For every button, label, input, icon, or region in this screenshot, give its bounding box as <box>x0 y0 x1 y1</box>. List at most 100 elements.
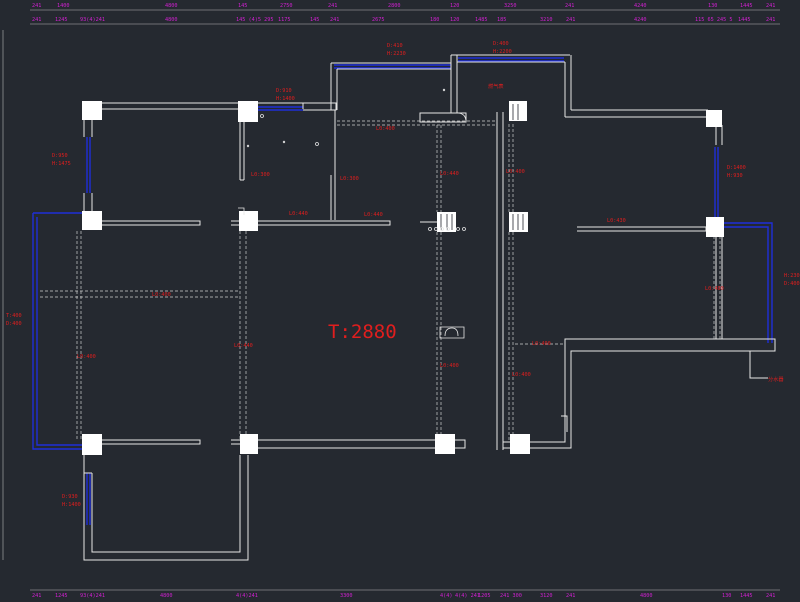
svg-text:3120: 3120 <box>540 593 553 599</box>
svg-text:120: 120 <box>450 3 459 9</box>
svg-text:241: 241 <box>32 593 41 599</box>
window-label: H:2230 <box>387 51 406 57</box>
svg-text:1175: 1175 <box>278 17 291 23</box>
svg-text:4240: 4240 <box>634 3 647 9</box>
column <box>240 434 258 454</box>
svg-text:185: 185 <box>497 17 506 23</box>
dimension-text-bottom: 241 1245 93(4)241 4800 4(4)241 3300 4(4)… <box>32 593 775 599</box>
svg-text:241: 241 <box>32 3 41 9</box>
svg-text:241: 241 <box>766 593 775 599</box>
column <box>509 212 528 232</box>
beam-label: L0:440 <box>234 343 253 349</box>
svg-text:1400: 1400 <box>57 3 70 9</box>
svg-text:115 65 245 5: 115 65 245 5 <box>695 17 732 23</box>
ceiling-height-label: T:2880 <box>328 321 397 343</box>
beam-label: L0:440 <box>289 211 308 217</box>
window-label: D:400 <box>784 281 800 287</box>
window-label: T:400 <box>6 313 22 319</box>
svg-text:3210: 3210 <box>540 17 553 23</box>
svg-text:3250: 3250 <box>504 3 517 9</box>
beam-label: L0:400 <box>77 354 96 360</box>
dimension-text-top1: 241 1400 4800 145 2750 241 2800 120 3250… <box>32 3 775 9</box>
fixtures <box>238 88 760 340</box>
annotations: D:950 H:1475 D:910 H:1400 D:410 H:2230 D… <box>6 41 800 508</box>
svg-text:1485: 1485 <box>475 17 488 23</box>
svg-text:130: 130 <box>722 593 731 599</box>
windows <box>32 57 773 525</box>
column <box>510 434 530 454</box>
svg-text:241: 241 <box>565 3 574 9</box>
svg-text:1445: 1445 <box>740 3 753 9</box>
window-label: D:410 <box>387 43 403 49</box>
beam-label: L0:430 <box>607 218 626 224</box>
svg-text:4800: 4800 <box>640 593 653 599</box>
window-label: D:1400 <box>727 165 746 171</box>
window-label: D:930 <box>62 494 78 500</box>
window-label: D:400 <box>6 321 22 327</box>
column-hatches <box>440 104 524 230</box>
note-label: 分水器 <box>768 375 784 383</box>
window-label: H:2200 <box>493 49 512 55</box>
window-label: D:400 <box>493 41 509 47</box>
window-label: H:1400 <box>276 96 295 102</box>
svg-text:93(4)241: 93(4)241 <box>80 593 105 599</box>
svg-text:145: 145 <box>238 3 247 9</box>
beam-label: L0:400 <box>440 363 459 369</box>
svg-text:4800: 4800 <box>160 593 173 599</box>
beam-label: L0:440 <box>364 212 383 218</box>
svg-text:241: 241 <box>328 3 337 9</box>
beam-label: L0:300 <box>251 172 270 178</box>
beam-label: L0:300 <box>340 176 359 182</box>
svg-text:180: 180 <box>430 17 439 23</box>
svg-text:4(4)241: 4(4)241 <box>236 593 258 599</box>
svg-text:1445: 1445 <box>740 593 753 599</box>
beam-label: L0:400 <box>512 372 531 378</box>
window-label: H:1400 <box>62 502 81 508</box>
svg-text:1445: 1445 <box>738 17 751 23</box>
column <box>706 110 722 127</box>
column <box>435 434 455 454</box>
column <box>82 211 102 230</box>
svg-text:120: 120 <box>450 17 459 23</box>
walls <box>83 54 776 561</box>
svg-text:241: 241 <box>32 17 41 23</box>
column <box>239 211 258 231</box>
svg-text:241: 241 <box>330 17 339 23</box>
beams <box>40 120 721 440</box>
svg-text:4240: 4240 <box>634 17 647 23</box>
svg-text:2675: 2675 <box>372 17 385 23</box>
column <box>82 101 102 120</box>
svg-text:4(4): 4(4) <box>440 593 453 599</box>
column <box>238 101 258 122</box>
svg-text:241: 241 <box>566 17 575 23</box>
svg-text:145: 145 <box>310 17 319 23</box>
beam-label: L0:440 <box>440 171 459 177</box>
window-label: D:910 <box>276 88 292 94</box>
svg-text:130: 130 <box>708 3 717 9</box>
svg-text:1205: 1205 <box>478 593 491 599</box>
dimension-lines <box>2 9 780 591</box>
beam-label: L0:400 <box>152 292 171 298</box>
svg-text:241 300: 241 300 <box>500 593 522 599</box>
svg-text:241: 241 <box>566 593 575 599</box>
column <box>82 434 102 455</box>
svg-text:2750: 2750 <box>280 3 293 9</box>
svg-text:145 (4)5 295: 145 (4)5 295 <box>236 17 273 23</box>
window-label: H:930 <box>727 173 743 179</box>
window-label: H:1475 <box>52 161 71 167</box>
svg-text:241: 241 <box>766 17 775 23</box>
columns <box>82 101 724 455</box>
beam-label: L0:400 <box>705 286 724 292</box>
svg-text:4800: 4800 <box>165 3 178 9</box>
svg-text:1245: 1245 <box>55 17 68 23</box>
window-label: H:230 <box>784 273 800 279</box>
window-label: D:950 <box>52 153 68 159</box>
dimension-text-top2: 241 1245 93(4)241 4800 145 (4)5 295 1175… <box>32 17 775 23</box>
svg-text:3300: 3300 <box>340 593 353 599</box>
column <box>706 217 724 237</box>
svg-text:93(4)241: 93(4)241 <box>80 17 105 23</box>
beam-label: L0:400 <box>376 126 395 132</box>
beam-label: L0:400 <box>506 169 525 175</box>
svg-text:4800: 4800 <box>165 17 178 23</box>
